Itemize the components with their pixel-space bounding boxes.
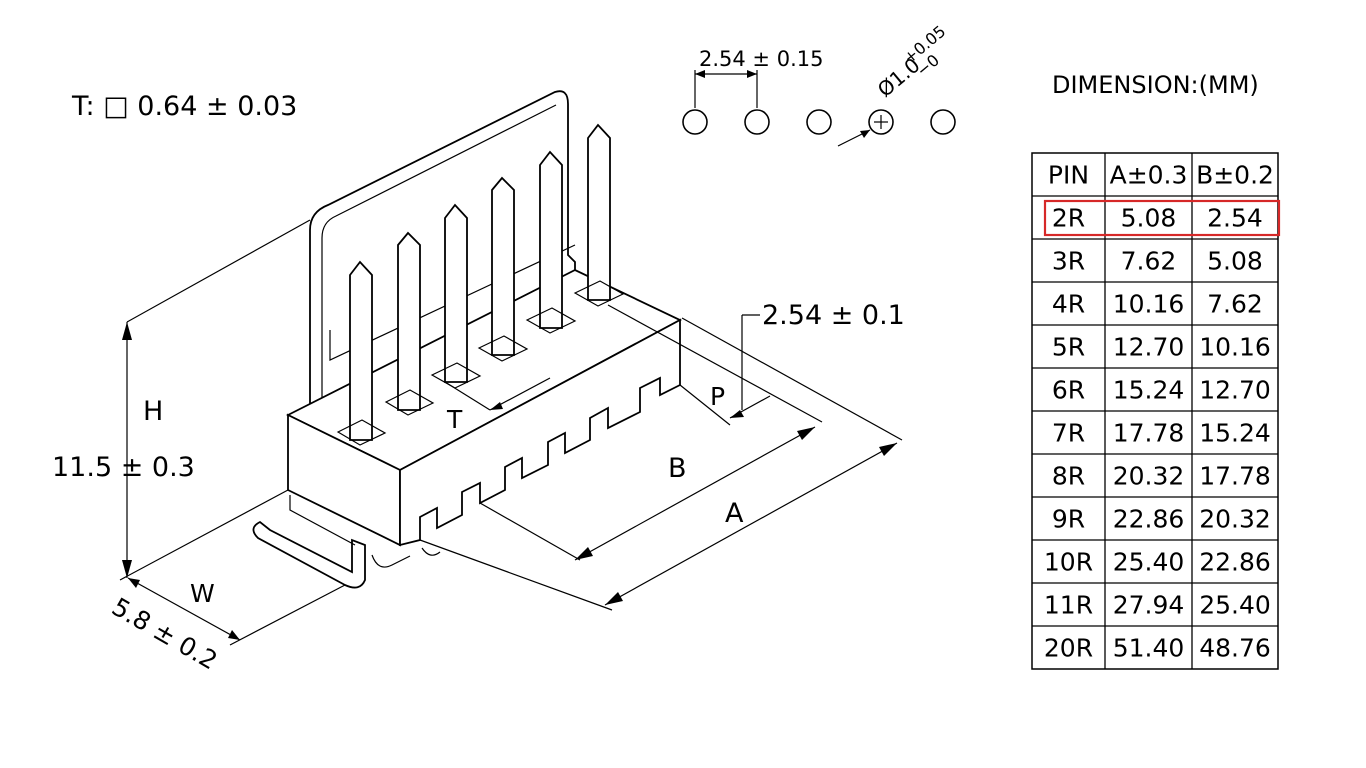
thickness-label: T: □ 0.64 ± 0.03: [71, 91, 297, 122]
table-cell: 10.16: [1113, 290, 1185, 319]
W-label: W: [190, 579, 215, 608]
table-cell: 22.86: [1113, 505, 1185, 534]
pitch-side-dimension: P 2.54 ± 0.1: [679, 300, 905, 426]
dimension-title: DIMENSION:(MM): [1052, 71, 1259, 99]
table-cell: 17.78: [1113, 419, 1185, 448]
bent-leg: [252, 520, 366, 589]
height-label: 11.5 ± 0.3: [52, 452, 195, 483]
B-label: B: [668, 453, 687, 484]
table-cell: 3R: [1052, 247, 1085, 276]
pin: [491, 176, 515, 356]
back-wall: [309, 90, 576, 417]
table-cell: 2.54: [1207, 204, 1263, 233]
table-cell: 2R: [1052, 204, 1085, 233]
pitch-top-label: 2.54 ± 0.15: [699, 47, 823, 71]
table-cell: 20R: [1044, 634, 1093, 663]
table-cell: 5R: [1052, 333, 1085, 362]
table-cell: 9R: [1052, 505, 1085, 534]
table-cell: 22.86: [1199, 548, 1271, 577]
B-dimension: B: [479, 304, 823, 561]
table-cell: 7R: [1052, 419, 1085, 448]
P-label: P: [710, 382, 725, 411]
table-cell: 15.24: [1199, 419, 1271, 448]
table-cell: 20.32: [1199, 505, 1271, 534]
connector-body: [252, 90, 682, 589]
T-dimension: T: [444, 377, 551, 434]
table-cell: 51.40: [1113, 634, 1185, 663]
pin: [587, 123, 611, 301]
table-header-cell: PIN: [1048, 161, 1089, 190]
hole-circle: [682, 109, 708, 135]
table-cell: 10.16: [1199, 333, 1271, 362]
dimension-table: PIN A±0.3 B±0.2 2R 5.08 2.54 3R 7.62 5.08 4R 10.16…: [1031, 152, 1279, 670]
hole-circle: [806, 109, 832, 135]
table-cell: 12.70: [1113, 333, 1185, 362]
table-cell: 25.40: [1199, 591, 1271, 620]
width-dimension: W 5.8 ± 0.2: [107, 489, 346, 675]
pin: [349, 260, 373, 441]
hole-pattern: 2.54 ± 0.15 Ø1.0 +0.05 −0: [682, 22, 956, 147]
pitch-side-label: 2.54 ± 0.1: [762, 300, 905, 331]
table-cell: 27.94: [1113, 591, 1185, 620]
table-cell: 20.32: [1113, 462, 1185, 491]
A-dimension: A: [419, 317, 903, 611]
table-cell: 17.78: [1199, 462, 1271, 491]
table-cell: 7.62: [1121, 247, 1177, 276]
table-cell: 11R: [1044, 591, 1093, 620]
T-label: T: [446, 405, 463, 434]
table-cell: 48.76: [1199, 634, 1271, 663]
pin: [444, 203, 468, 383]
H-label: H: [143, 396, 163, 427]
table-cell: 5.08: [1121, 204, 1177, 233]
hole-circle: [744, 109, 770, 135]
table-cell: 6R: [1052, 376, 1085, 405]
table-cell: 4R: [1052, 290, 1085, 319]
table-cell: 8R: [1052, 462, 1085, 491]
table-header-cell: A±0.3: [1110, 161, 1188, 190]
table-cell: 5.08: [1207, 247, 1263, 276]
hole-circle: [930, 109, 956, 135]
pin: [397, 231, 421, 411]
table-cell: 25.40: [1113, 548, 1185, 577]
table-cell: 15.24: [1113, 376, 1185, 405]
pins: [336, 123, 625, 446]
table-header-cell: B±0.2: [1196, 161, 1274, 190]
hole-circle-marked: [868, 109, 894, 135]
pin: [539, 150, 563, 329]
highlight-box: [1043, 199, 1281, 237]
table-cell: 12.70: [1199, 376, 1271, 405]
A-label: A: [725, 498, 744, 529]
height-dimension: H 11.5 ± 0.3: [52, 219, 311, 578]
table-cell: 10R: [1044, 548, 1093, 577]
base-side: [399, 318, 681, 547]
table-cell: 7.62: [1207, 290, 1263, 319]
